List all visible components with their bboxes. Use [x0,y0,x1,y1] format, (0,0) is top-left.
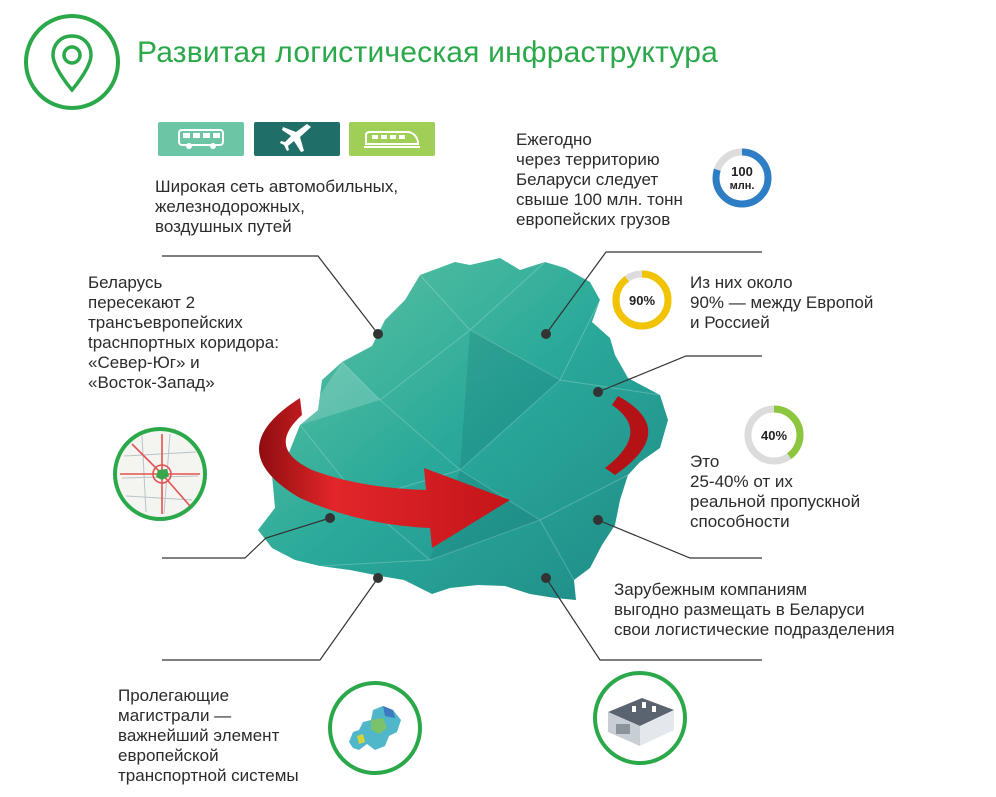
page-title: Развитая логистическая инфраструктура [137,36,719,69]
companies-text: Зарубежным компаниям выгодно размещать в… [614,580,895,639]
annual-cargo-text: Ежегодно через территорию Беларуси следу… [516,130,683,229]
europe-map-icon [328,681,422,775]
bus-icon [178,129,224,149]
share-text: Из них около 90% — между Европой и Росси… [690,273,874,332]
gauge-90: 90% [612,270,672,330]
transit-arrow [259,398,510,548]
gauge-100: 100 млн. [712,148,772,208]
capacity-text: Это 25-40% от их реальной пропускной спо… [690,452,861,531]
airplane-mode-box [254,122,340,156]
gauge-40: 40% [744,405,804,465]
airplane-icon [280,124,311,152]
gauge-90-value: 90% [629,293,655,308]
leader-lines [162,251,762,661]
network-text: Широкая сеть автомобильных, железнодорож… [155,177,399,236]
gauge-100-value: 100 [731,164,753,179]
bus-mode-box [158,122,244,156]
location-pin-icon [24,14,120,110]
leader-dots [325,329,603,583]
transit-arrow-back [605,396,649,475]
corridors-text: Беларусь пересекают 2 трансъевропейских … [88,273,279,392]
corridor-map-icon [113,427,207,521]
train-icon [364,131,420,148]
highways-text: Пролегающие магистрали — важнейший элеме… [118,686,299,785]
gauge-100-unit: млн. [730,180,755,192]
warehouse-icon [593,671,687,765]
gauge-40-value: 40% [761,428,787,443]
train-mode-box [349,122,435,156]
